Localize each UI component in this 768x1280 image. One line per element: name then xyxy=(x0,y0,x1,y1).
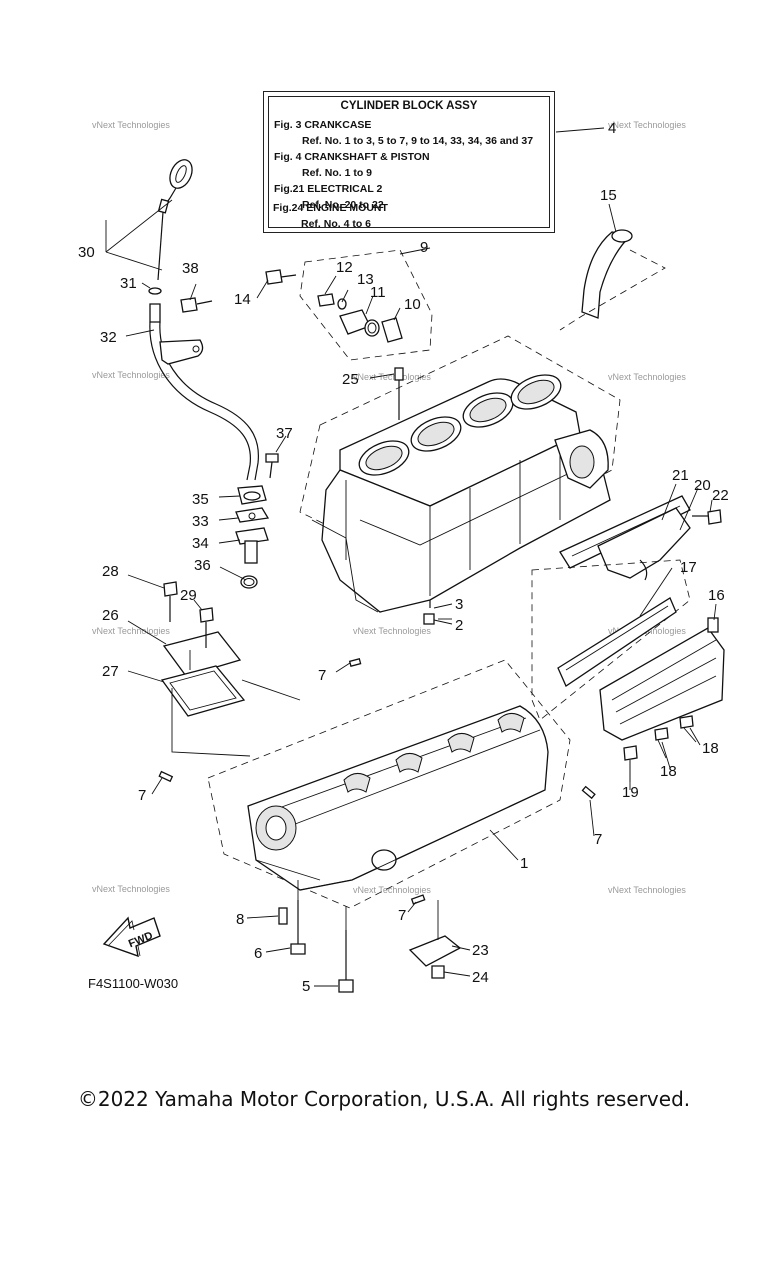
callout-22: 22 xyxy=(712,487,729,504)
callout-21: 21 xyxy=(672,467,689,484)
exhaust-cover-assembly xyxy=(559,495,722,581)
watermark: vNext Technologies xyxy=(92,370,170,380)
watermark: vNext Technologies xyxy=(353,626,431,636)
crankcase xyxy=(158,657,596,909)
callout-19: 19 xyxy=(622,784,639,801)
info-row: Fig. 3 CRANKCASE xyxy=(274,119,372,131)
callout-35: 35 xyxy=(192,491,209,508)
callout-2: 2 xyxy=(455,617,463,634)
watermark: vNext Technologies xyxy=(353,372,431,382)
watermark: vNext Technologies xyxy=(353,885,431,895)
callout-37: 37 xyxy=(276,425,293,442)
info-row: Fig.21 ELECTRICAL 2 xyxy=(274,183,383,195)
callout-16: 16 xyxy=(708,587,725,604)
callout-5: 5 xyxy=(302,978,310,995)
callout-9: 9 xyxy=(420,239,428,256)
dipstick-assembly xyxy=(148,159,260,481)
callout-28: 28 xyxy=(102,563,119,580)
watermark: vNext Technologies xyxy=(92,626,170,636)
info-row: Ref. No. 20 to 22 xyxy=(302,199,384,211)
info-box-title: CYLINDER BLOCK ASSY xyxy=(340,100,478,112)
callout-23: 23 xyxy=(472,942,489,959)
callout-20: 20 xyxy=(694,477,711,494)
callout-24: 24 xyxy=(472,969,489,986)
cylinder-block xyxy=(299,335,621,625)
callout-17: 17 xyxy=(680,559,697,576)
info-row: Fig.24 ENGINE MOUNT xyxy=(273,202,388,214)
thermostat-assembly xyxy=(265,249,433,361)
callout-25: 25 xyxy=(342,371,359,388)
watermark: vNext Technologies xyxy=(608,120,686,130)
callout-29: 29 xyxy=(180,587,197,604)
callout-11: 11 xyxy=(370,284,386,301)
callout-10: 10 xyxy=(404,296,421,313)
callout-3: 3 xyxy=(455,596,463,613)
callout-7: 7 xyxy=(318,667,326,684)
callout-31: 31 xyxy=(120,275,137,292)
figure-code: F4S1100-W030 xyxy=(88,976,179,991)
callout-7c: 7 xyxy=(594,831,602,848)
reference-info-box: CYLINDER BLOCK ASSY Fig. 3 CRANKCASE Ref… xyxy=(263,91,555,233)
callout-1: 1 xyxy=(520,855,528,872)
callout-7b: 7 xyxy=(138,787,146,804)
callout-14: 14 xyxy=(234,291,251,308)
callout-4: 4 xyxy=(608,120,616,137)
callout-15: 15 xyxy=(600,187,617,204)
callout-7d: 7 xyxy=(398,907,406,924)
callout-8: 8 xyxy=(236,911,244,928)
watermark: vNext Technologies xyxy=(608,372,686,382)
info-row: Ref. No. 1 to 3, 5 to 7, 9 to 14, 33, 34… xyxy=(302,135,534,147)
copyright-notice: ©2022 Yamaha Motor Corporation, U.S.A. A… xyxy=(77,1087,691,1111)
lower-fasteners xyxy=(278,880,462,993)
cover-plate-assembly xyxy=(160,581,251,757)
watermark: vNext Technologies xyxy=(608,885,686,895)
info-row: Ref. No. 4 to 6 xyxy=(301,218,372,230)
callout-12: 12 xyxy=(336,259,353,276)
water-hose xyxy=(559,229,666,331)
callout-6: 6 xyxy=(254,945,262,962)
callout-38: 38 xyxy=(182,260,199,277)
watermark: vNext Technologies xyxy=(92,120,170,130)
callout-27: 27 xyxy=(102,663,119,680)
callout-32: 32 xyxy=(100,329,117,346)
callout-36: 36 xyxy=(194,557,211,574)
leader-lines xyxy=(105,127,717,987)
fwd-arrow: FWD xyxy=(102,916,161,958)
callout-34: 34 xyxy=(192,535,209,552)
callout-18: 18 xyxy=(702,740,719,757)
callout-26: 26 xyxy=(102,607,119,624)
callout-30: 30 xyxy=(78,244,95,261)
callout-13: 13 xyxy=(357,271,374,288)
info-row: Fig. 4 CRANKSHAFT & PISTON xyxy=(274,151,430,163)
callout-labels: 1 2 3 4 5 6 7 7 7 7 8 9 10 11 12 13 14 1… xyxy=(78,120,729,995)
info-row: Ref. No. 1 to 9 xyxy=(302,167,373,179)
info-box-border xyxy=(268,96,550,228)
callout-18b: 18 xyxy=(660,763,677,780)
watermark: vNext Technologies xyxy=(92,884,170,894)
callout-33: 33 xyxy=(192,513,209,530)
side-cover-assembly xyxy=(531,559,725,782)
